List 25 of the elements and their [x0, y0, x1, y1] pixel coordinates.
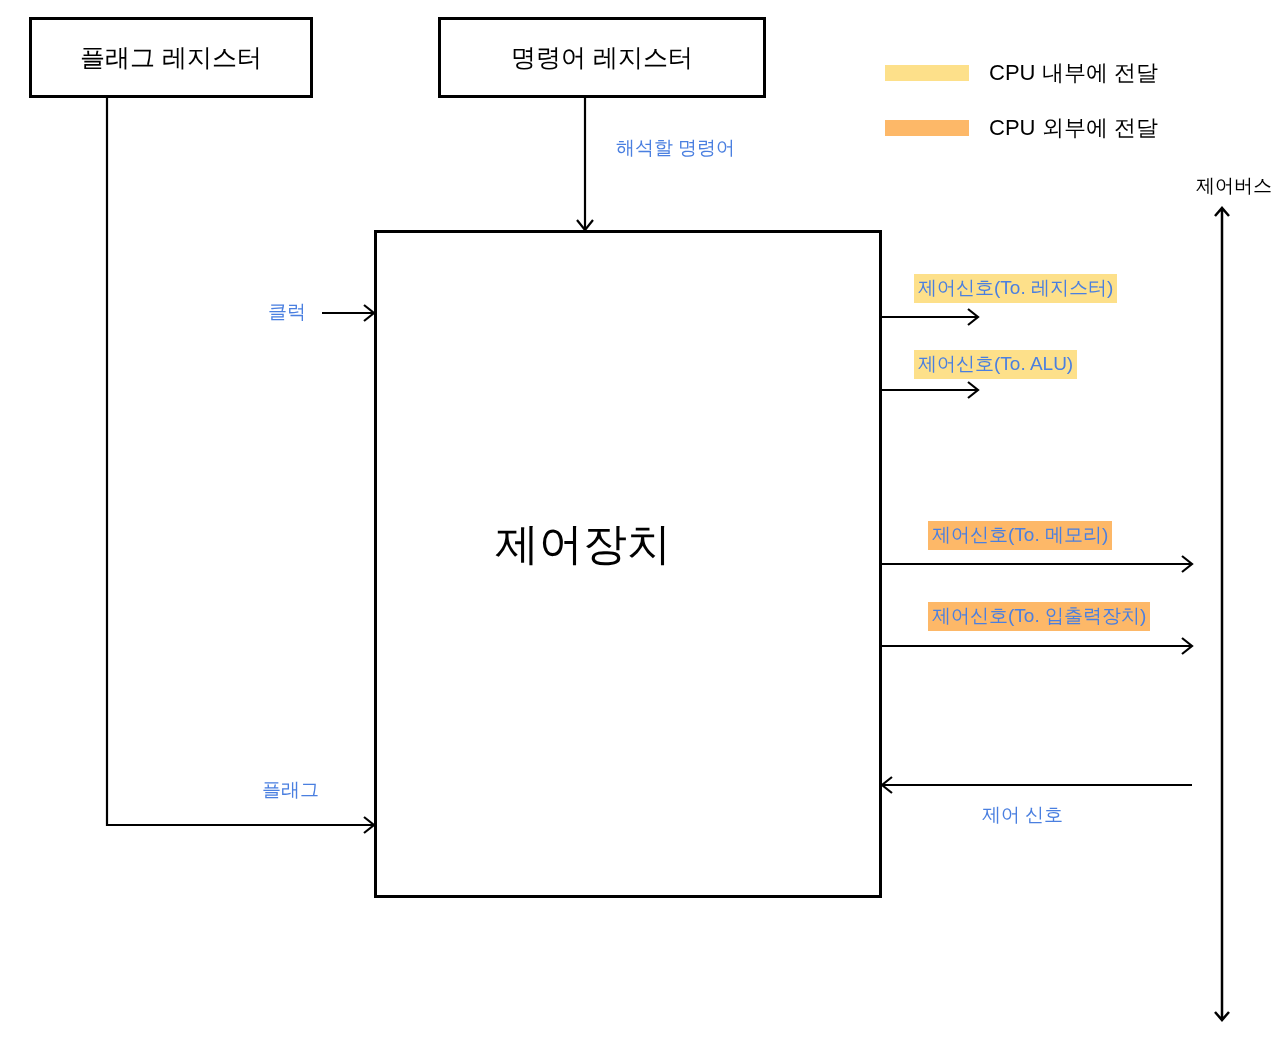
edge-label: 해석할 명령어	[615, 136, 737, 160]
arrow	[882, 380, 980, 400]
control-unit-box	[374, 230, 882, 898]
unit-title: 제어장치	[495, 518, 671, 570]
arrow	[880, 775, 1192, 795]
arrow	[575, 98, 595, 232]
register-box	[438, 17, 766, 98]
edge-label: 제어신호(To. 메모리)	[928, 521, 1113, 550]
edge-label: 제어신호(To. 입출력장치)	[928, 602, 1151, 631]
register-title: 플래그 레지스터	[80, 41, 262, 73]
bus-label: 제어버스	[1196, 174, 1272, 198]
arrow	[322, 303, 376, 323]
edge-label: 플래그	[261, 778, 320, 802]
edge-label: 제어 신호	[981, 803, 1065, 827]
arrow	[882, 636, 1194, 656]
edge-label: 클럭	[267, 300, 307, 324]
arrow	[105, 98, 376, 835]
register-box	[29, 17, 313, 98]
edge-label: 제어신호(To. 레지스터)	[914, 274, 1118, 303]
arrow	[882, 307, 980, 327]
edge-label: 제어신호(To. ALU)	[914, 350, 1078, 379]
legend-text: CPU 외부에 전달	[989, 114, 1158, 142]
register-title: 명령어 레지스터	[511, 41, 693, 73]
legend-text: CPU 내부에 전달	[989, 59, 1158, 87]
arrow	[882, 554, 1194, 574]
